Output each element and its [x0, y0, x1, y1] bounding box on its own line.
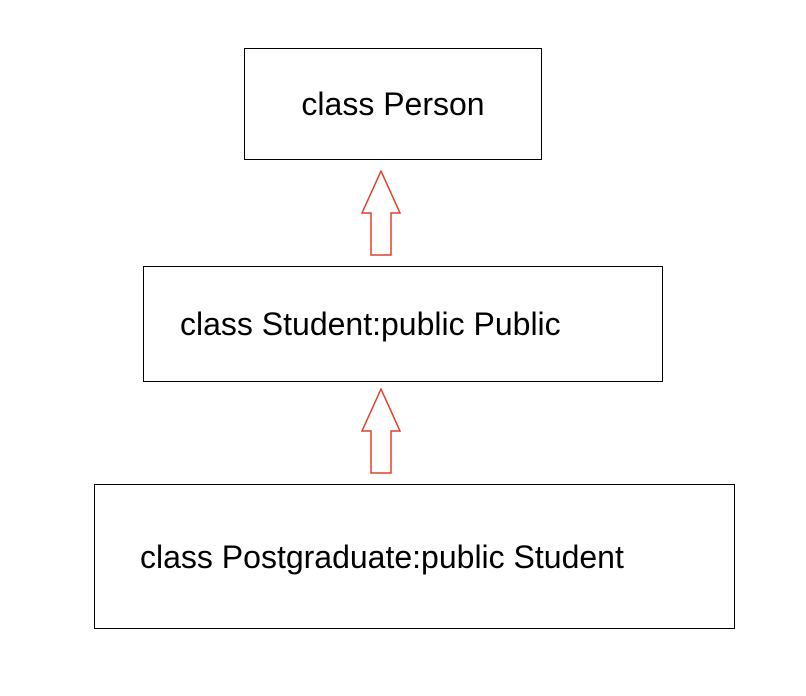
class-label-student: class Student:public Public [180, 306, 561, 342]
class-box-postgraduate: class Postgraduate:public Student [94, 484, 735, 629]
class-box-student: class Student:public Public [143, 266, 663, 382]
arrow-outline [361, 388, 401, 474]
class-label-postgraduate: class Postgraduate:public Student [140, 538, 624, 575]
inheritance-arrow-icon [361, 170, 401, 256]
class-label-person: class Person [301, 86, 485, 122]
inheritance-arrow-icon [361, 388, 401, 474]
arrow-outline [361, 170, 401, 256]
class-box-person: class Person [244, 48, 542, 160]
